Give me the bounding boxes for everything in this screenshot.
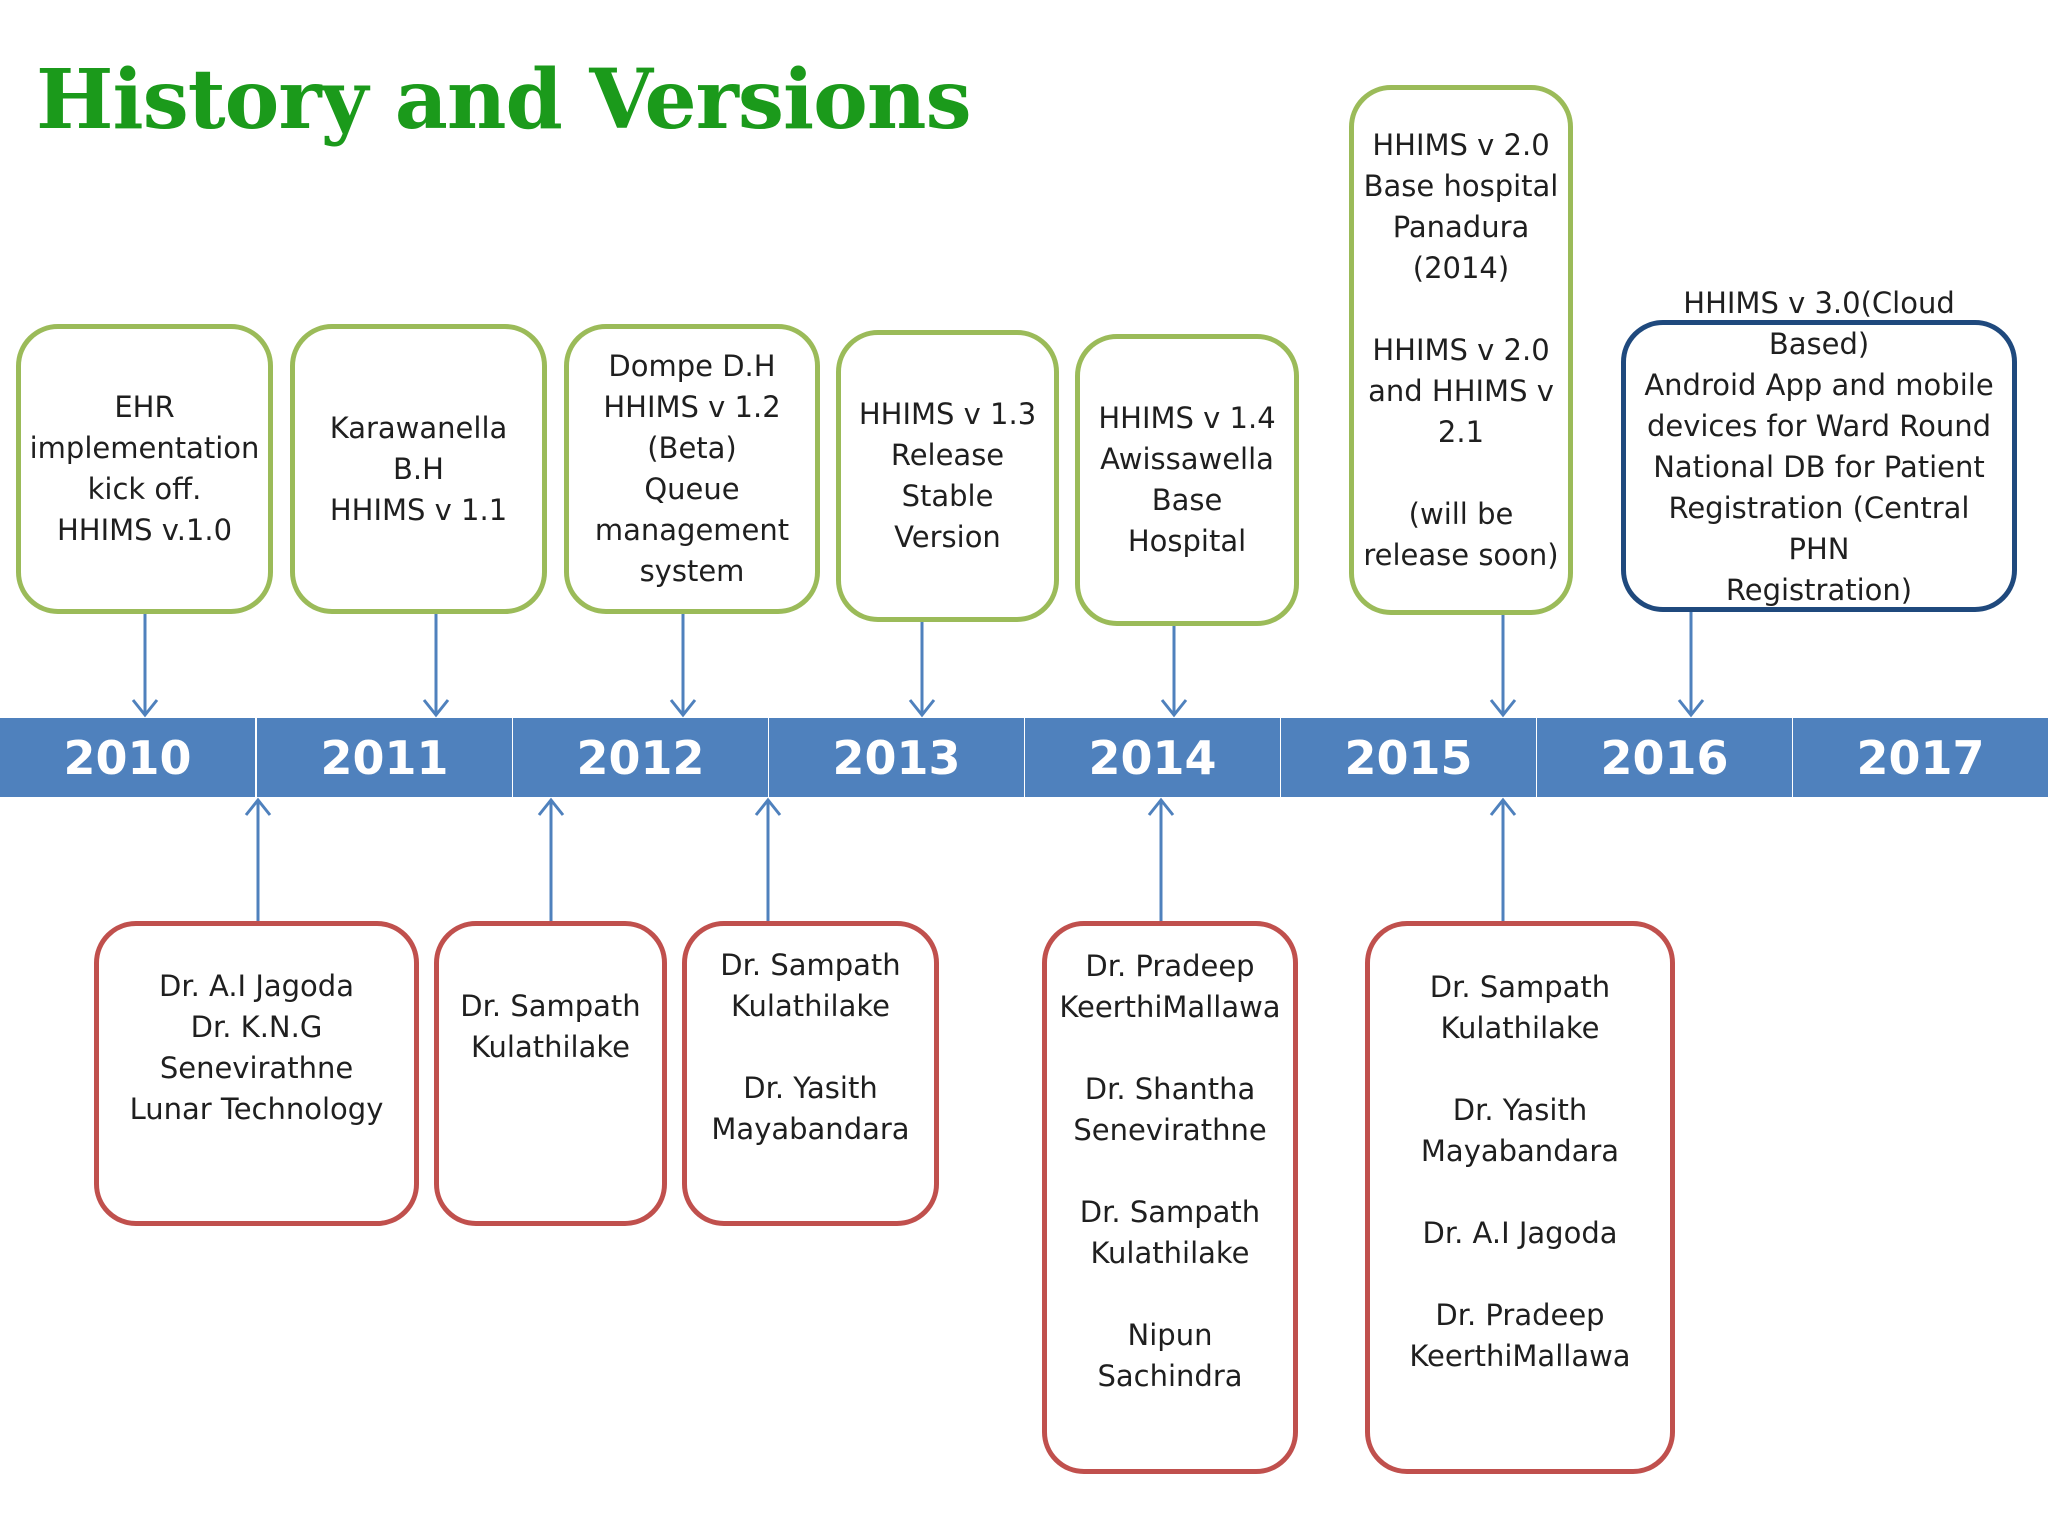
- milestone-text: HHIMS v 1.3 Release Stable Version: [858, 397, 1037, 554]
- arrow-down-2015: [1489, 615, 1517, 718]
- timeline-year-2015: 2015: [1281, 718, 1536, 797]
- timeline-year-2016: 2016: [1537, 718, 1792, 797]
- milestone-text: EHR implementation kick off. HHIMS v.1.0: [29, 390, 260, 547]
- timeline-year-2014: 2014: [1025, 718, 1280, 797]
- arrow-down-2016: [1677, 612, 1705, 718]
- timeline-year-2010: 2010: [0, 718, 255, 797]
- milestone-text: HHIMS v 2.0 Base hospital Panadura (2014…: [1363, 127, 1559, 572]
- milestone-text: HHIMS v 1.4 Awissawella Base Hospital: [1098, 401, 1276, 558]
- milestone-box-2010: EHR implementation kick off. HHIMS v.1.0: [16, 324, 273, 614]
- arrow-down-2010: [131, 614, 159, 718]
- arrow-down-2014: [1160, 626, 1188, 718]
- milestone-box-2014: HHIMS v 1.4 Awissawella Base Hospital: [1075, 334, 1299, 626]
- milestone-box-2016: HHIMS v 3.0(Cloud Based) Android App and…: [1621, 286, 2017, 612]
- contributors-text: Dr. Sampath Kulathilake Dr. Yasith Mayab…: [1409, 970, 1631, 1373]
- timeline-year-2011: 2011: [257, 718, 512, 797]
- contributors-text: Dr. Pradeep KeerthiMallawa Dr. Shantha S…: [1059, 949, 1281, 1393]
- page-title: History and Versions: [36, 52, 972, 148]
- timeline-year-2012: 2012: [513, 718, 768, 797]
- contributors-box-2015: Dr. Sampath Kulathilake Dr. Yasith Mayab…: [1365, 921, 1675, 1474]
- contributors-box-2010: Dr. A.I Jagoda Dr. K.N.G Senevirathne Lu…: [94, 921, 419, 1226]
- contributors-text: Dr. Sampath Kulathilake: [460, 989, 641, 1064]
- milestone-text: Karawanella B.H HHIMS v 1.1: [329, 410, 508, 527]
- arrow-up-2011: [537, 797, 565, 921]
- contributors-text: Dr. Sampath Kulathilake Dr. Yasith Mayab…: [711, 948, 910, 1146]
- timeline-bar: 2010 2011 2012 2013 2014 2015 2016 2017: [0, 718, 2048, 797]
- contributors-box-2014: Dr. Pradeep KeerthiMallawa Dr. Shantha S…: [1042, 921, 1298, 1474]
- milestone-box-2013: HHIMS v 1.3 Release Stable Version: [836, 330, 1059, 622]
- arrow-down-2011: [422, 614, 450, 718]
- arrow-down-2013: [908, 622, 936, 718]
- timeline-year-2017: 2017: [1793, 718, 2048, 797]
- contributors-text: Dr. A.I Jagoda Dr. K.N.G Senevirathne Lu…: [129, 969, 384, 1126]
- arrow-up-2010: [244, 797, 272, 921]
- milestone-box-2011: Karawanella B.H HHIMS v 1.1: [290, 324, 547, 614]
- milestone-box-2015: HHIMS v 2.0 Base hospital Panadura (2014…: [1349, 85, 1573, 615]
- milestone-box-2012: Dompe D.H HHIMS v 1.2 (Beta) Queue manag…: [564, 324, 820, 614]
- contributors-box-2011: Dr. Sampath Kulathilake: [434, 921, 667, 1226]
- milestone-text: Dompe D.H HHIMS v 1.2 (Beta) Queue manag…: [594, 349, 790, 588]
- arrow-up-2014: [1147, 797, 1175, 921]
- contributors-box-2012: Dr. Sampath Kulathilake Dr. Yasith Mayab…: [682, 921, 939, 1226]
- arrow-down-2012: [669, 614, 697, 718]
- arrow-up-2012: [754, 797, 782, 921]
- arrow-up-2015: [1489, 797, 1517, 921]
- milestone-text: HHIMS v 3.0(Cloud Based) Android App and…: [1644, 286, 1994, 607]
- timeline-year-2013: 2013: [769, 718, 1024, 797]
